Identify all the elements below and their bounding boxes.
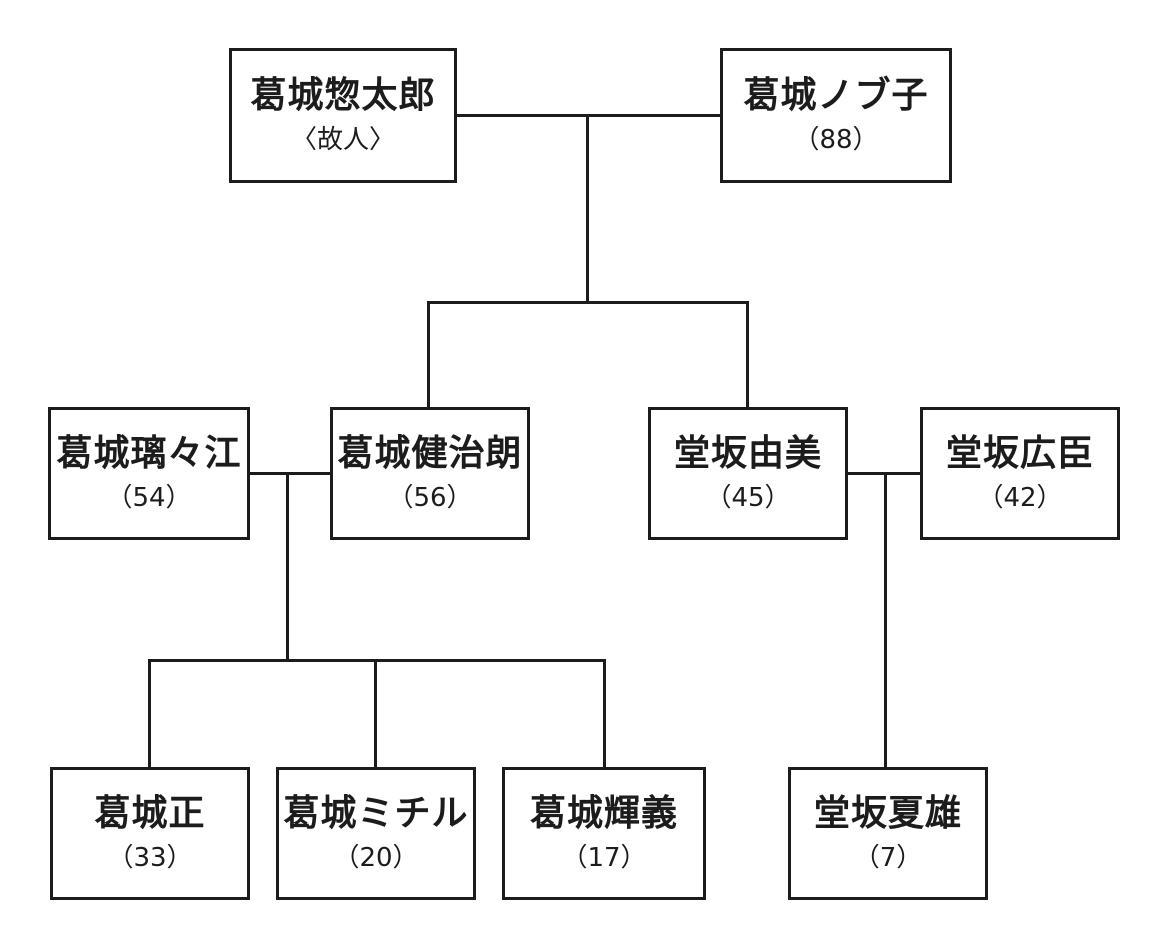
person-note: 〈故人〉: [290, 125, 395, 155]
connector-descent-ririe-kenjiro: [286, 472, 289, 662]
person-box-tadashi: 葛城正 （33）: [50, 767, 250, 900]
person-name: 葛城ミチル: [283, 793, 469, 834]
person-age: （33）: [107, 843, 193, 873]
person-age: （20）: [333, 843, 419, 873]
person-box-nobuko: 葛城ノブ子 （88）: [720, 48, 952, 183]
person-box-yumi: 堂坂由美 （45）: [648, 407, 848, 540]
connector-sibling-bar-gen2: [427, 301, 749, 304]
person-name: 堂坂広臣: [945, 433, 1094, 474]
connector-child-tadashi: [148, 659, 151, 770]
connector-child-natsuo: [884, 472, 887, 770]
person-box-natsuo: 堂坂夏雄 （7）: [788, 767, 988, 900]
person-age: （56）: [387, 483, 473, 513]
connector-couple-ririe-kenjiro: [250, 472, 330, 475]
person-box-kenjiro: 葛城健治朗 （56）: [330, 407, 530, 540]
person-name: 葛城惣太郎: [250, 75, 436, 116]
person-box-michiru: 葛城ミチル （20）: [276, 767, 476, 900]
person-name: 堂坂由美: [673, 433, 822, 474]
connector-child-yumi: [746, 301, 749, 410]
person-age: （45）: [705, 483, 791, 513]
person-box-teruyoshi: 葛城輝義 （17）: [502, 767, 706, 900]
connector-child-teruyoshi: [603, 659, 606, 770]
connector-descent-sotaro-nobuko: [586, 114, 589, 304]
person-name: 葛城ノブ子: [743, 75, 929, 116]
person-age: （54）: [106, 483, 192, 513]
connector-sibling-bar-gen3: [148, 659, 606, 662]
person-box-sotaro: 葛城惣太郎 〈故人〉: [229, 48, 457, 183]
person-box-ririe: 葛城璃々江 （54）: [48, 407, 250, 540]
person-age: （7）: [853, 843, 923, 873]
person-name: 葛城正: [94, 793, 206, 834]
person-name: 葛城輝義: [529, 793, 678, 834]
person-name: 葛城璃々江: [56, 433, 242, 474]
person-age: （17）: [561, 843, 647, 873]
person-name: 葛城健治朗: [337, 433, 523, 474]
person-name: 堂坂夏雄: [813, 793, 962, 834]
person-age: （42）: [977, 483, 1063, 513]
person-age: （88）: [793, 125, 879, 155]
connector-child-kenjiro: [427, 301, 430, 410]
connector-child-michiru: [374, 659, 377, 770]
person-box-hiroomi: 堂坂広臣 （42）: [920, 407, 1120, 540]
